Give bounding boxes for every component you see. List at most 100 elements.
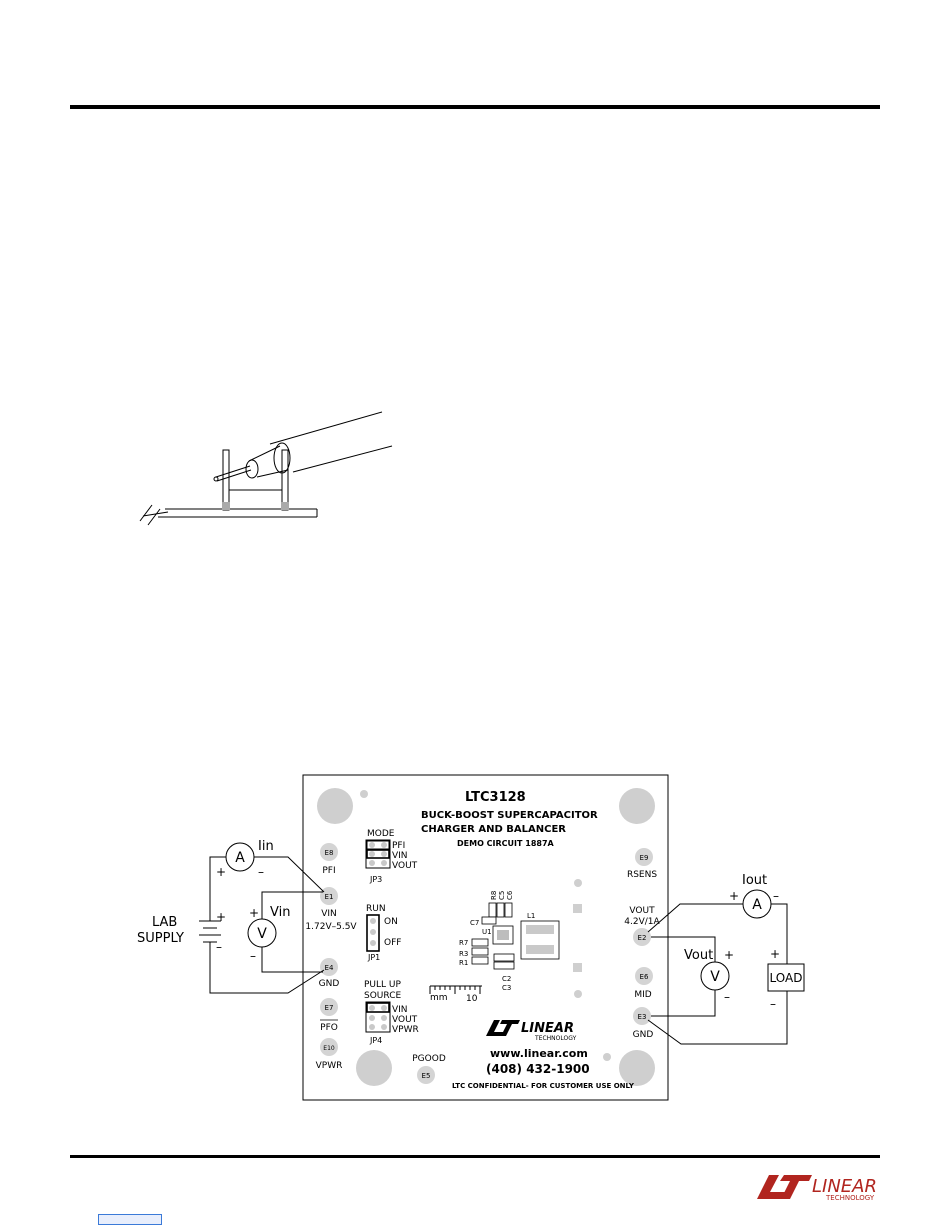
- turret-e6-id: E6: [640, 973, 649, 981]
- supply-minus: –: [216, 940, 222, 954]
- mm-scale: mm 10: [429, 985, 482, 1004]
- jp1-title: RUN: [366, 904, 386, 914]
- turret-e1-sublabel: 1.72V–5.5V: [305, 922, 357, 932]
- voltmeter-in-symbol: V: [257, 926, 267, 942]
- turret-e5-id: E5: [422, 1072, 431, 1080]
- jp1-id: JP1: [367, 953, 380, 962]
- ammeter-in-plus: +: [216, 865, 226, 879]
- vin-label: Vin: [270, 905, 290, 920]
- jp4-option-2: VOUT: [392, 1015, 418, 1025]
- jp1-option-on: ON: [384, 917, 398, 927]
- jp4-jumper[interactable]: [365, 1001, 391, 1033]
- output-wiring: A Iout + – V Vout + – LOAD + –: [647, 873, 805, 1045]
- turret-e1-pad: [320, 887, 338, 905]
- jp1-jumper[interactable]: [366, 914, 380, 952]
- ammeter-in-minus: –: [258, 865, 264, 879]
- footer-link-box[interactable]: [98, 1214, 162, 1225]
- board-part-number: LTC3128: [465, 790, 526, 805]
- turret-e2-sublabel: 4.2V/1A: [624, 917, 660, 927]
- board-demo-circuit: DEMO CIRCUIT 1887A: [457, 839, 555, 848]
- ammeter-out-plus: +: [729, 889, 739, 903]
- turret-e8-id: E8: [325, 849, 334, 857]
- footer-logo-subtext: TECHNOLOGY: [825, 1194, 875, 1202]
- jp4-option-3: VPWR: [392, 1025, 419, 1035]
- jp3-option-3: VOUT: [392, 861, 418, 871]
- component-c2-label: C2: [502, 975, 511, 983]
- turret-e5-label: PGOOD: [412, 1054, 446, 1064]
- turret-e3-label: GND: [633, 1030, 654, 1040]
- ammeter-out-minus: –: [773, 889, 779, 903]
- turret-e9-label: RSENS: [627, 870, 657, 880]
- jp4-title-line1: PULL UP: [364, 980, 401, 990]
- scope-probe-illustration: [139, 411, 393, 526]
- turret-e3-pad: [633, 1007, 651, 1025]
- bottom-rule: [70, 1155, 880, 1158]
- turret-e4-label: GND: [319, 979, 340, 989]
- turret-e7-id: E7: [325, 1004, 334, 1012]
- lab-supply-line2: SUPPLY: [137, 931, 184, 946]
- load-minus: –: [770, 997, 776, 1011]
- turret-e6-label: MID: [634, 990, 651, 1000]
- board-logo-text: LINEAR: [521, 1021, 574, 1036]
- jp3-jumper[interactable]: [365, 839, 391, 869]
- turret-e2-label: VOUT: [629, 906, 655, 916]
- ammeter-out-symbol: A: [752, 897, 762, 913]
- turret-e6-pad: [635, 967, 653, 985]
- component-c6-label: C6: [506, 890, 514, 900]
- board-logo: LINEAR TECHNOLOGY: [486, 1020, 577, 1042]
- turret-e4-id: E4: [325, 964, 334, 972]
- top-rule: [70, 105, 880, 109]
- board-confidential: LTC CONFIDENTIAL- FOR CUSTOMER USE ONLY: [452, 1082, 635, 1090]
- jp4-option-1: VIN: [392, 1005, 408, 1015]
- turret-e9-id: E9: [640, 854, 649, 862]
- lab-supply-line1: LAB: [152, 915, 177, 930]
- turret-e1-id: E1: [325, 893, 334, 901]
- component-c7-label: C7: [470, 919, 479, 927]
- turret-e7-label: PFO: [320, 1023, 338, 1033]
- board-phone: (408) 432-1900: [486, 1062, 590, 1076]
- turret-e10-id: E10: [323, 1045, 335, 1052]
- mounting-hole: [356, 1050, 392, 1086]
- component-u1-label: U1: [482, 928, 492, 936]
- jp3-option-1: PFI: [392, 841, 405, 851]
- ammeter-in-symbol: A: [235, 850, 245, 866]
- board-title-line1: BUCK-BOOST SUPERCAPACITOR: [421, 810, 598, 821]
- demo-board: LTC3128 BUCK-BOOST SUPERCAPACITOR CHARGE…: [302, 774, 669, 1101]
- jp3-option-2: VIN: [392, 851, 408, 861]
- turret-e5-pad: [417, 1066, 435, 1084]
- turret-e8-label: PFI: [322, 866, 335, 876]
- component-r8-label: R8: [490, 891, 498, 900]
- board-logo-subtext: TECHNOLOGY: [534, 1035, 577, 1042]
- turret-e10-pad: [320, 1038, 338, 1056]
- voltmeter-out-plus: +: [724, 948, 734, 962]
- voltmeter-in-plus: +: [249, 906, 259, 920]
- turret-e8-pad: [320, 843, 338, 861]
- vout-label: Vout: [684, 948, 713, 963]
- turret-e10-label: VPWR: [316, 1061, 343, 1071]
- supply-plus: +: [216, 910, 226, 924]
- load-label: LOAD: [770, 971, 803, 985]
- turret-e2-id: E2: [638, 934, 647, 942]
- load-plus: +: [770, 947, 780, 961]
- iout-label: Iout: [742, 873, 767, 888]
- jp1-option-off: OFF: [384, 938, 401, 948]
- board-title-line2: CHARGER AND BALANCER: [421, 824, 566, 835]
- component-c3-label: C3: [502, 984, 511, 992]
- iin-label: Iin: [258, 839, 274, 854]
- turret-e2-pad: [633, 928, 651, 946]
- voltmeter-out-symbol: V: [710, 969, 720, 985]
- input-wiring: A Iin + – V Vin + – + – LAB SUPPLY: [137, 839, 325, 994]
- component-l1-label: L1: [527, 912, 535, 920]
- footer-logo-text: LINEAR: [812, 1176, 877, 1197]
- turret-e4-pad: [320, 958, 338, 976]
- turret-e9-pad: [635, 848, 653, 866]
- mounting-hole: [619, 1050, 655, 1086]
- voltmeter-out-minus: –: [724, 990, 730, 1004]
- component-area: R8 C5 C6 C7 U1 R7 R3 R1 C2 C3 L1: [459, 879, 582, 998]
- component-c5-label: C5: [498, 891, 506, 900]
- footer-logo: LINEAR TECHNOLOGY: [757, 1175, 877, 1202]
- scale-unit: mm: [430, 993, 448, 1003]
- turret-e3-id: E3: [638, 1013, 647, 1021]
- turret-e7-pad: [320, 998, 338, 1016]
